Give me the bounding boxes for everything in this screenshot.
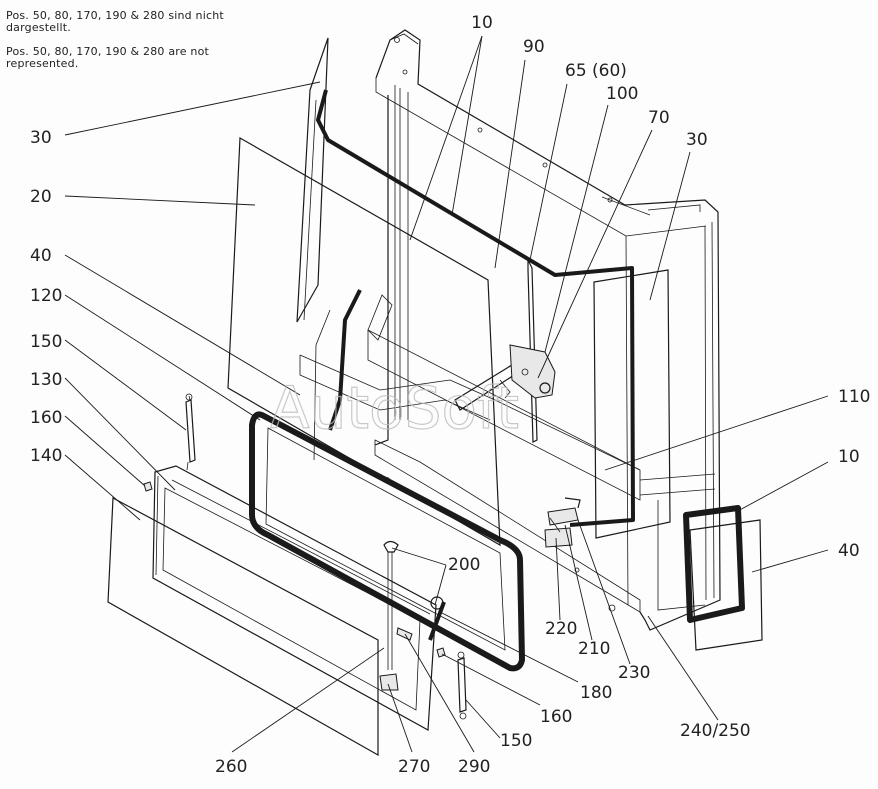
part-labels: 10 90 65 (60) 100 70 30 30 20 40 120 150… [30,13,870,777]
label-270: 270 [398,757,430,777]
glass-pane-140 [107,497,379,757]
label-130: 130 [30,370,62,390]
label-70: 70 [648,108,670,128]
label-10-top: 10 [471,13,493,33]
screw-parts [143,481,446,658]
label-210: 210 [578,639,610,659]
note-de-line2: dargestellt. [6,21,71,34]
cab-frame [299,29,721,631]
note-en-line2: represented. [6,57,79,70]
label-240-250: 240/250 [680,721,751,741]
label-150-right: 150 [500,731,532,751]
note-german: Pos. 50, 80, 170, 190 & 280 sind nicht d… [6,10,224,34]
note-en-line1: Pos. 50, 80, 170, 190 & 280 are not [6,45,210,58]
gas-strut-left [185,393,196,471]
label-140: 140 [30,446,62,466]
side-pane-left [296,37,329,323]
label-220: 220 [545,619,577,639]
label-160-right: 160 [540,707,572,727]
window-frame [152,465,437,731]
label-65-60: 65 (60) [565,61,627,81]
label-150-left: 150 [30,332,62,352]
label-40-right: 40 [838,541,860,561]
watermark-text: AutoSoft [270,374,519,442]
leader-lines [64,35,829,753]
gas-strut-lower [457,651,467,720]
label-30-right: 30 [686,130,708,150]
label-120: 120 [30,286,62,306]
label-160-left: 160 [30,408,62,428]
label-90: 90 [523,37,545,57]
label-30-left: 30 [30,128,52,148]
tube-rail [316,89,635,527]
label-230: 230 [618,663,650,683]
note-english: Pos. 50, 80, 170, 190 & 280 are not repr… [6,46,209,70]
label-100: 100 [606,84,638,104]
note-de-line1: Pos. 50, 80, 170, 190 & 280 sind nicht [6,9,224,22]
latch-parts [544,497,581,548]
label-20: 20 [30,187,52,207]
side-pane-right [593,269,671,539]
label-260: 260 [215,757,247,777]
rubber-seal [249,411,525,672]
label-10-right: 10 [838,447,860,467]
small-pane-right [683,505,763,651]
gas-strut-center [379,540,399,691]
label-110: 110 [838,387,870,407]
label-40-left: 40 [30,246,52,266]
label-290: 290 [458,757,490,777]
rear-glass [227,136,501,547]
label-180: 180 [580,683,612,703]
label-200: 200 [448,555,480,575]
